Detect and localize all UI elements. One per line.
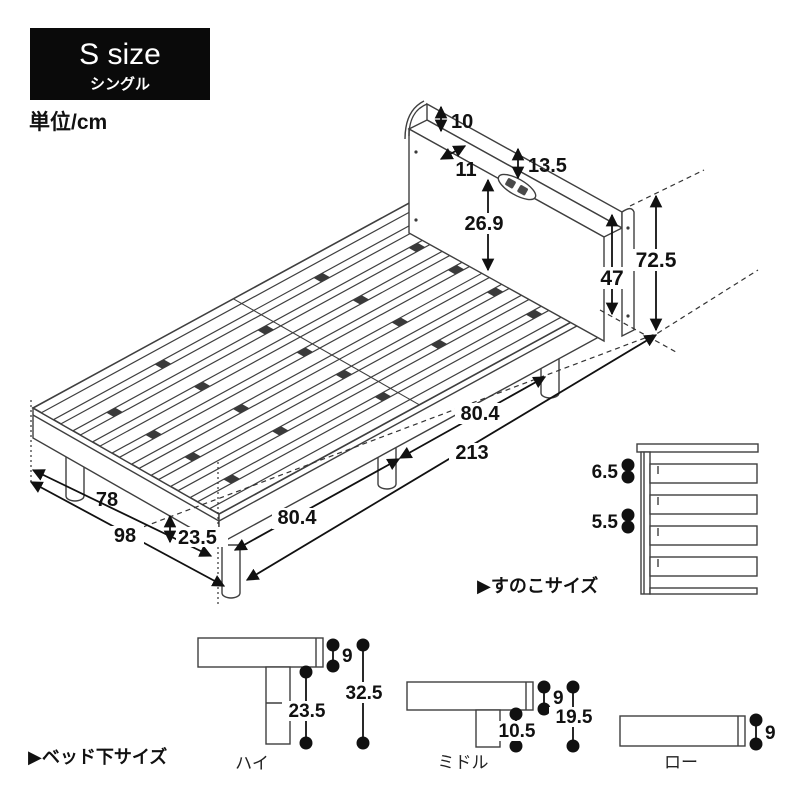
dim-shelf-depth: 11 <box>455 159 476 181</box>
underbed-variant-middle: 9 10.5 19.5 ミドル <box>406 680 599 772</box>
dim-middle-leg: 10.5 <box>499 721 536 742</box>
label-bg <box>449 443 496 464</box>
dim-total-length: 213 <box>455 442 488 464</box>
bed-dimensions: 10 11 13.5 26.9 47 72.5 80.4 213 80.4 78… <box>29 105 682 587</box>
underbed-middle-label: ミドル <box>438 753 489 772</box>
dim-headboard-side: 47 <box>600 267 623 290</box>
dim-middle-frame: 9 <box>553 688 564 709</box>
label-bg <box>631 249 682 271</box>
label-bg <box>597 267 628 289</box>
dim-headboard-panel: 26.9 <box>465 213 504 235</box>
underbed-section-label: ▶ベッド下サイズ <box>28 746 167 767</box>
dim-high-leg: 23.5 <box>289 701 326 722</box>
slat-spacer-blocks <box>106 242 543 484</box>
dim-inner-width: 78 <box>96 489 118 511</box>
underbed-variant-high: 9 23.5 32.5 ハイ <box>197 637 390 773</box>
slat-inset-slats <box>649 463 758 595</box>
label-bg <box>338 682 390 703</box>
dim-headboard-top: 10 <box>451 111 473 133</box>
unit-label: 単位/cm <box>29 110 107 134</box>
dim-slat-width: 6.5 <box>592 462 619 483</box>
dim-high-frame: 9 <box>342 646 353 667</box>
dim-low-frame: 9 <box>765 723 776 744</box>
dim-foot-clearance: 23.5 <box>178 527 217 549</box>
size-badge-title: S size <box>79 38 161 71</box>
dim-section-length-top: 80.4 <box>461 403 501 425</box>
dim-shelf-clearance: 13.5 <box>528 155 567 177</box>
size-badge: S size シングル <box>30 28 210 100</box>
label-bg <box>272 508 323 529</box>
dim-outer-width: 98 <box>114 525 136 547</box>
size-badge-bg <box>30 28 210 100</box>
dim-high-total: 32.5 <box>346 683 383 704</box>
headboard-left-curve-outer <box>404 100 425 140</box>
headboard-left-curve <box>408 103 428 137</box>
label-bg <box>107 526 144 545</box>
slat-inset-rail <box>640 451 651 595</box>
screw-dots <box>414 150 630 318</box>
dim-section-length-bottom: 80.4 <box>278 507 318 529</box>
dim-slat-gap: 5.5 <box>592 512 619 533</box>
underbed-high-label: ハイ <box>235 754 269 773</box>
label-bg <box>493 721 542 741</box>
label-bg <box>549 707 599 727</box>
dim-middle-total: 19.5 <box>556 707 593 728</box>
underbed-variant-low: 9 ロー <box>619 713 776 772</box>
bed-leg <box>221 544 241 599</box>
slat-size-inset: 6.5 5.5 ▶すのこサイズ <box>477 443 759 596</box>
label-bg <box>176 527 228 547</box>
slat-section-label: ▶すのこサイズ <box>477 575 598 596</box>
size-badge-subtitle: シングル <box>90 75 150 93</box>
slat-inset-frame <box>636 443 759 453</box>
dim-total-height: 72.5 <box>636 249 677 272</box>
label-bg <box>461 213 508 234</box>
headboard-outlet <box>497 173 537 201</box>
label-bg <box>282 701 332 721</box>
underbed-low-label: ロー <box>664 753 698 772</box>
